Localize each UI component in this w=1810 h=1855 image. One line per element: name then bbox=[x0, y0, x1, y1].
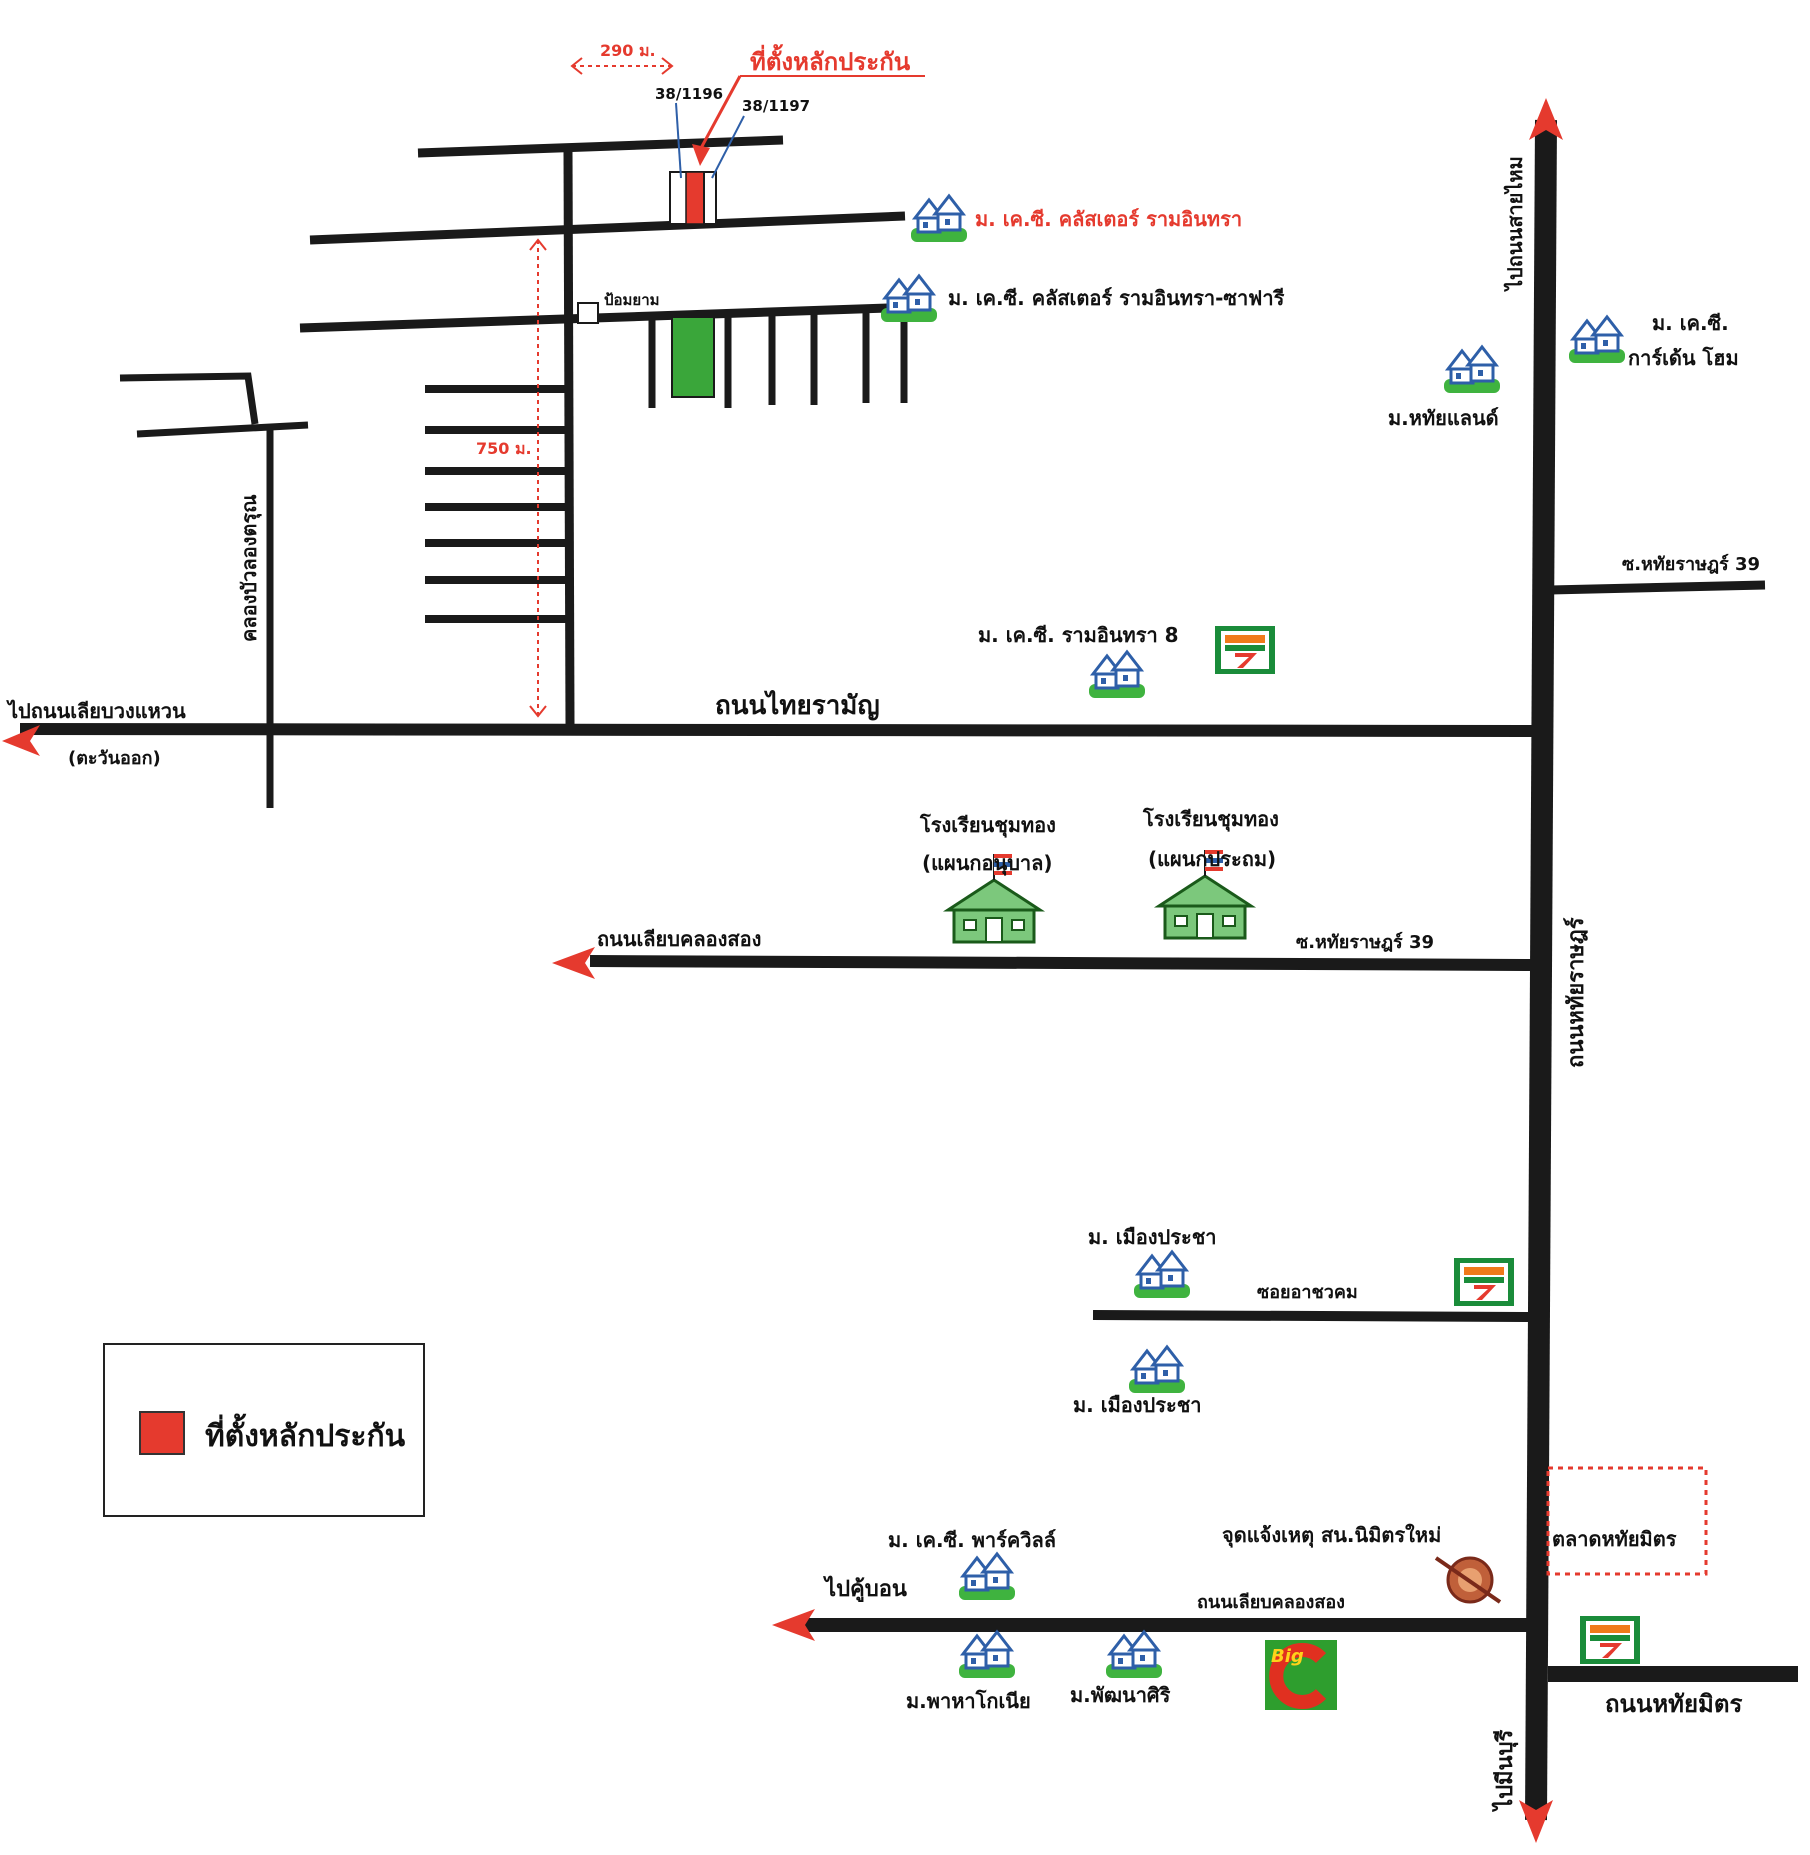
housing-estate-icon bbox=[1087, 650, 1147, 700]
collateral-leader-line bbox=[692, 75, 925, 166]
lot-2-label: 38/1197 bbox=[742, 97, 810, 115]
hathai-mit-label: ถนนหทัยมิตร bbox=[1605, 1690, 1742, 1718]
labels-layer: 290 ม. ที่ตั้งหลักประกัน 38/1196 38/1197… bbox=[6, 41, 1760, 1812]
housing-estate-icon bbox=[957, 1552, 1017, 1602]
mueang-pracha-bottom-label: ม. เมืองประชา bbox=[1073, 1393, 1202, 1417]
guard-post-icon bbox=[577, 302, 599, 324]
thai-raman-road bbox=[19, 723, 1533, 737]
distance-290-marker bbox=[570, 57, 674, 75]
to-khubon-label: ไปคู้บอน bbox=[823, 1575, 907, 1603]
thai-raman-label: ถนนไทยรามัญ bbox=[715, 689, 880, 721]
soi-vertical-main bbox=[563, 151, 575, 725]
arrow-west-icon bbox=[2, 725, 40, 756]
east-note-label: (ตะวันออก) bbox=[68, 748, 161, 769]
housing-estate-icon bbox=[1442, 345, 1502, 395]
hathai-rat-road bbox=[1525, 119, 1557, 1821]
green-area bbox=[671, 316, 715, 398]
legend: ที่ตั้งหลักประกัน bbox=[103, 1343, 425, 1517]
distance-290-label: 290 ม. bbox=[600, 41, 656, 60]
lot-leader-lines bbox=[675, 102, 745, 179]
collateral-lot bbox=[669, 171, 717, 225]
kc-garden-home-label-2: การ์เด้น โฮม bbox=[1628, 346, 1739, 370]
legend-swatch bbox=[139, 1411, 185, 1455]
phatthanasiri-label: ม.พัฒนาศิริ bbox=[1070, 1683, 1171, 1707]
big-c-label: Big bbox=[1271, 1646, 1304, 1667]
direction-arrows bbox=[2, 98, 1563, 1843]
guard-post-label: ป้อมยาม bbox=[604, 291, 660, 309]
mueang-pracha-top-label: ม. เมืองประชา bbox=[1088, 1225, 1217, 1249]
police-box-icon bbox=[1434, 1556, 1502, 1604]
housing-estate-icon bbox=[1132, 1250, 1192, 1300]
kc-cluster-ramintra-label: ม. เค.ซี. คลัสเตอร์ รามอินทรา bbox=[975, 207, 1242, 231]
kc-garden-home-label-1: ม. เค.ซี. bbox=[1652, 311, 1729, 335]
to-liap-wong-waen-label: ไปถนนเลียบวงแหวน bbox=[6, 699, 186, 723]
seven-eleven-icon bbox=[1454, 1258, 1514, 1306]
klong-soi-label: คลองบัวลองตรุณ bbox=[237, 494, 262, 642]
to-min-buri-label: ไปมีนบุรี bbox=[1491, 1729, 1519, 1812]
hathai-land-label: ม.หทัยแลนด์ bbox=[1388, 406, 1499, 430]
pha-ha-kobia-label: ม.พาหาโกเนีย bbox=[906, 1689, 1031, 1713]
school-kindergarten-label-2: (แผนกอนุบาล) bbox=[922, 851, 1053, 876]
to-sai-mai-label: ไปถนนสายไหม bbox=[1503, 156, 1527, 292]
school-kindergarten-label-1: โรงเรียนชุมทอง bbox=[919, 813, 1056, 838]
housing-estate-icon bbox=[1567, 315, 1627, 365]
housing-estate-icon bbox=[957, 1630, 1017, 1680]
collateral-site-title: ที่ตั้งหลักประกัน bbox=[750, 43, 911, 76]
distance-750-label: 750 ม. bbox=[476, 439, 532, 458]
hathai-rat-label: ถนนหทัยราษฎร์ bbox=[1563, 917, 1589, 1068]
distance-750-marker bbox=[529, 238, 547, 718]
arrow-west-icon bbox=[772, 1609, 815, 1641]
housing-estate-icon bbox=[909, 194, 969, 244]
lot-1-label: 38/1196 bbox=[655, 85, 723, 103]
soi-hathai-rat-39-mid-label: ซ.หทัยราษฎร์ 39 bbox=[1296, 931, 1434, 953]
road-network bbox=[19, 119, 1798, 1821]
arrow-west-icon bbox=[552, 947, 595, 979]
housing-estate-icon bbox=[1127, 1345, 1187, 1395]
kc-ramintra-8-label: ม. เค.ซี. รามอินทรา 8 bbox=[978, 623, 1179, 647]
school-primary-label-2: (แผนกประถม) bbox=[1148, 847, 1276, 871]
hathai-mit-market-label: ตลาดหทัยมิตร bbox=[1552, 1527, 1677, 1551]
liap-khlong-song-bottom-label: ถนนเลียบคลองสอง bbox=[1197, 1592, 1345, 1613]
soi-hathai-rat-39-top-label: ซ.หทัยราษฎร์ 39 bbox=[1622, 553, 1760, 575]
housing-estate-icon bbox=[1104, 1630, 1164, 1680]
kc-cluster-safari-label: ม. เค.ซี. คลัสเตอร์ รามอินทรา-ซาฟารี bbox=[948, 286, 1285, 310]
police-box-label: จุดแจ้งเหตุ สน.นิมิตรใหม่ bbox=[1222, 1523, 1441, 1548]
hathai-mit-market-area bbox=[1546, 1466, 1708, 1576]
school-primary-label-1: โรงเรียนชุมทอง bbox=[1142, 807, 1279, 832]
arrow-south-icon bbox=[1519, 1800, 1553, 1843]
soi-arthorn-label: ซอยอาชวคม bbox=[1257, 1282, 1358, 1303]
housing-estate-icon bbox=[879, 274, 939, 324]
liap-khlong-song-mid-label: ถนนเลียบคลองสอง bbox=[597, 927, 761, 951]
seven-eleven-icon bbox=[1215, 626, 1275, 674]
arrow-north-icon bbox=[1529, 98, 1563, 140]
collateral-site-marker bbox=[685, 171, 705, 225]
seven-eleven-icon bbox=[1580, 1616, 1640, 1664]
liap-khlong-song-mid-road bbox=[589, 955, 1533, 971]
kc-park-ville-label: ม. เค.ซี. พาร์ควิลล์ bbox=[888, 1528, 1056, 1552]
big-c-logo: Big bbox=[1265, 1640, 1337, 1710]
legend-label: ที่ตั้งหลักประกัน bbox=[205, 1419, 406, 1454]
